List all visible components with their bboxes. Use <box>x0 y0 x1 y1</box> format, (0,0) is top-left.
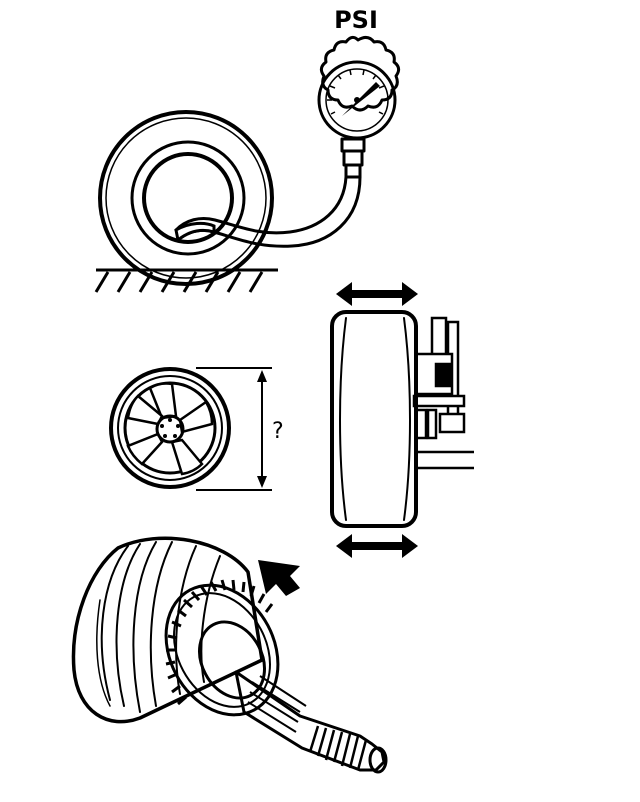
pointer-arrow-icon <box>258 560 300 596</box>
tire-front-view <box>330 310 418 528</box>
diameter-dimension <box>196 367 272 491</box>
alloy-wheel-icon <box>109 367 231 489</box>
wheel-size-panel: ? <box>109 367 284 491</box>
pressure-gauge-icon <box>317 35 401 179</box>
splined-shaft <box>234 670 388 774</box>
tire-pressure-panel: PSI <box>94 6 401 293</box>
suspension-detail <box>412 316 474 470</box>
tire-side-view <box>98 110 274 286</box>
ground-hatching <box>94 268 278 293</box>
psi-label: PSI <box>334 6 378 34</box>
cv-joint-flange <box>198 620 266 700</box>
unknown-diameter-label: ? <box>272 419 284 444</box>
arrow-down-icon <box>257 476 267 488</box>
width-arrow-top-icon <box>336 282 418 306</box>
tire-front-panel <box>330 282 474 558</box>
arrow-up-icon <box>257 370 267 382</box>
cv-joint-panel <box>71 536 388 774</box>
width-arrow-bottom-icon <box>336 534 418 558</box>
